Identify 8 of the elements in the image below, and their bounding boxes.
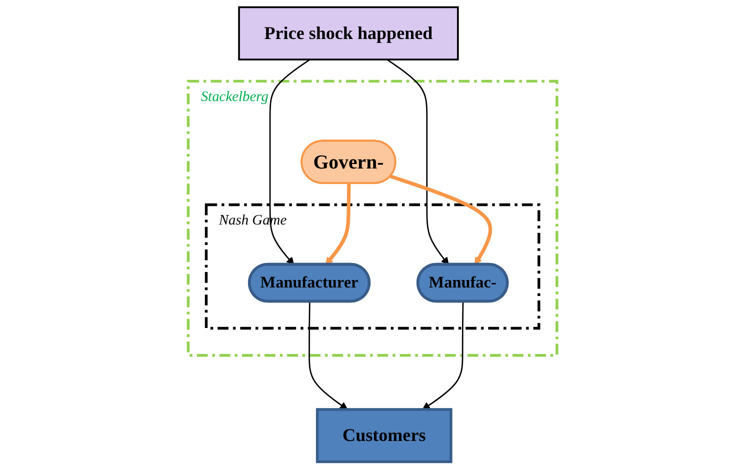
node-box: Price shock happened — [238, 6, 459, 60]
arrow — [386, 58, 449, 266]
arrow — [390, 174, 492, 266]
arrow — [422, 302, 464, 410]
arrow — [269, 58, 310, 266]
arrow — [325, 184, 351, 266]
arrow — [308, 302, 348, 410]
node-box: Customers — [316, 408, 452, 464]
